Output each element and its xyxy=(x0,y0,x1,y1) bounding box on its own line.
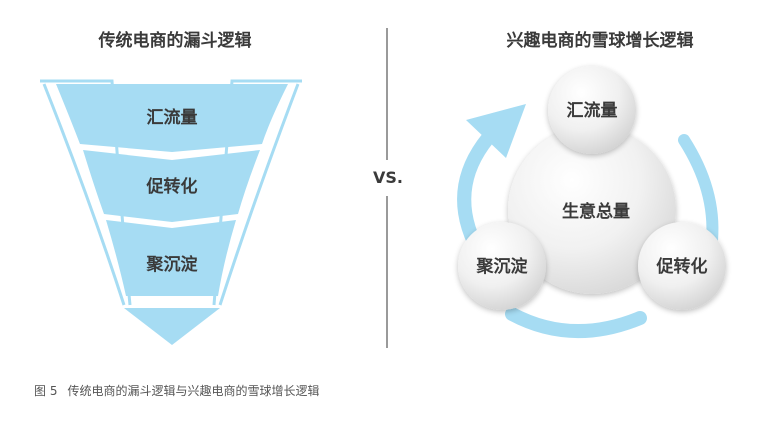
figure-number: 图 5 xyxy=(34,384,58,398)
funnel-stage-2-label: 促转化 xyxy=(146,176,198,197)
cycle-arrowhead xyxy=(466,104,526,158)
funnel-tip xyxy=(124,308,220,345)
center-sphere xyxy=(508,126,676,294)
node-sphere-top xyxy=(548,66,636,154)
funnel-stage-1-shape xyxy=(56,84,288,152)
node-sphere-right xyxy=(638,222,726,310)
vs-label: VS. xyxy=(373,168,403,187)
node-right-label: 促转化 xyxy=(656,256,708,277)
node-sphere-left xyxy=(458,222,546,310)
figure-caption: 图 5 传统电商的漏斗逻辑与兴趣电商的雪球增长逻辑 xyxy=(34,382,319,399)
funnel-stage-3-shape xyxy=(106,220,236,296)
divider-bottom xyxy=(386,196,388,348)
node-left-label: 聚沉淀 xyxy=(476,256,529,277)
node-top-label: 汇流量 xyxy=(567,100,618,121)
funnel-title: 传统电商的漏斗逻辑 xyxy=(98,31,252,51)
cycle-arc-right xyxy=(678,134,719,246)
funnel-stage-3-label: 聚沉淀 xyxy=(146,254,199,275)
funnel-stage-2-shape xyxy=(83,150,260,222)
funnel-stage-1-label: 汇流量 xyxy=(147,107,198,128)
cycle-arc-bottom xyxy=(505,307,647,338)
snowball-title: 兴趣电商的雪球增长逻辑 xyxy=(506,31,694,51)
funnel: 汇流量 促转化 聚沉淀 xyxy=(40,79,302,345)
funnel-outer-left xyxy=(42,83,126,306)
figure-caption-text: 传统电商的漏斗逻辑与兴趣电商的雪球增长逻辑 xyxy=(67,384,320,398)
center-label: 生意总量 xyxy=(562,201,630,222)
divider-top xyxy=(386,28,388,160)
snowball: 生意总量 汇流量 促转化 聚沉淀 xyxy=(458,66,726,310)
funnel-outer-right xyxy=(218,83,300,306)
